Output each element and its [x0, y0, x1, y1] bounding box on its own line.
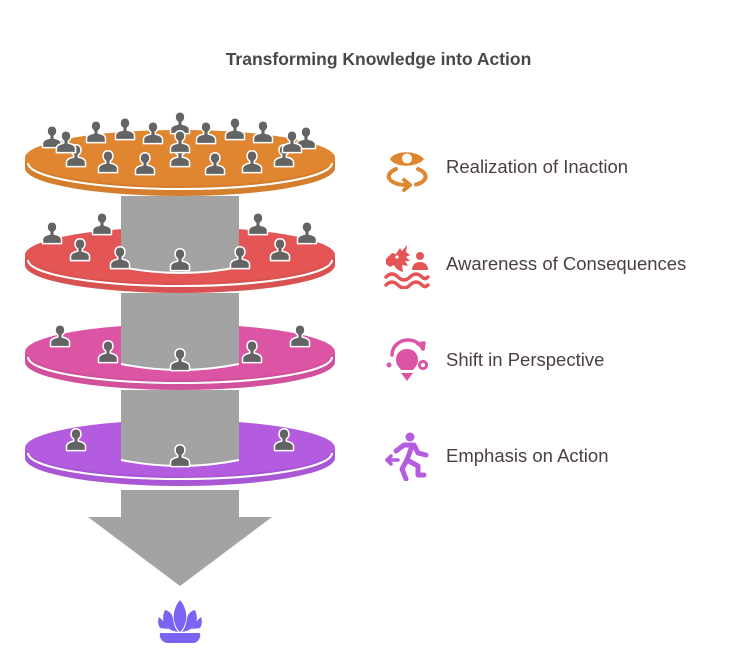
person-icon	[296, 220, 318, 245]
person-icon	[85, 119, 107, 144]
person-icon	[114, 116, 136, 141]
eye-rotate-icon	[386, 152, 428, 192]
person-icon	[247, 211, 269, 236]
lotus-icon	[158, 600, 202, 643]
legend-label: Realization of Inaction	[446, 156, 629, 177]
pillar-front	[120, 196, 240, 274]
legend-label: Emphasis on Action	[446, 445, 609, 466]
legend-item-emphasis: Emphasis on Action	[382, 431, 608, 481]
person-icon	[91, 211, 113, 236]
running-person-icon	[385, 432, 429, 481]
legend-label: Awareness of Consequences	[446, 253, 687, 274]
lightbulb-cycle-icon	[386, 338, 429, 381]
legend-item-awareness: Awareness of Consequences	[382, 239, 686, 289]
legend-item-shift: Shift in Perspective	[382, 335, 604, 385]
legend-item-realization: Realization of Inaction	[382, 142, 628, 192]
diagram-title: Transforming Knowledge into Action	[225, 49, 532, 69]
dragon-waves-icon	[384, 245, 430, 289]
person-icon	[41, 220, 63, 245]
legend-label: Shift in Perspective	[446, 349, 605, 370]
person-icon	[252, 119, 274, 144]
person-icon	[224, 116, 246, 141]
down-arrow	[88, 490, 272, 586]
